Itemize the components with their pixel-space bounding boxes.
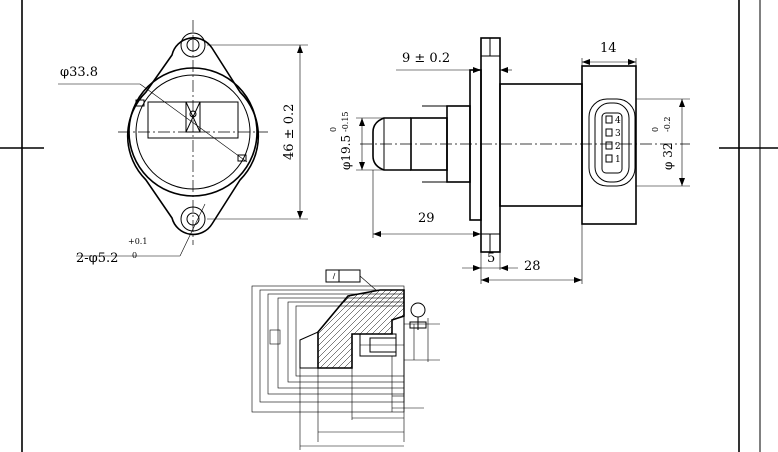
section-hatch-line xyxy=(450,280,540,370)
section-hatch-line xyxy=(192,280,282,370)
front-view xyxy=(58,20,308,257)
connector-dia-tol-upper: 0 xyxy=(651,127,660,132)
connector-pin-1: 1 xyxy=(615,155,621,165)
connector-dia-tol-lower: -0.2 xyxy=(663,117,672,132)
flange-thickness-label: 9 ± 0.2 xyxy=(402,51,450,66)
plunger-dia-tol-lower: -0.15 xyxy=(341,111,350,132)
section-hatch-line xyxy=(401,290,404,368)
section-hatch-line xyxy=(335,290,404,368)
section-hatch-line xyxy=(318,290,404,368)
section-hatch-line xyxy=(408,280,498,370)
section-hatch-line xyxy=(210,280,300,370)
section-hatch-line xyxy=(318,290,331,368)
flange-gap-label: 5 xyxy=(487,251,495,266)
section-hatch-line xyxy=(222,280,312,370)
section-detail xyxy=(180,269,546,450)
section-hatch-line xyxy=(318,290,379,368)
section-hatch-line xyxy=(383,290,404,368)
body-length-label: 28 xyxy=(524,259,541,274)
mount-holes-label: 2-φ5.2 xyxy=(76,251,118,266)
section-hatch-line xyxy=(414,280,504,370)
plunger-length-label: 29 xyxy=(418,211,435,226)
connector-pin-4: 4 xyxy=(615,116,621,126)
mount-holes-tol-lower: 0 xyxy=(132,251,137,260)
connector-pin-2: 2 xyxy=(615,142,621,152)
body-diameter-label: φ33.8 xyxy=(60,65,98,80)
section-hatch-line xyxy=(318,290,361,368)
section-hatch-line xyxy=(444,280,534,370)
connector-dia-label: φ 32 xyxy=(661,143,675,171)
section-hatch-line xyxy=(318,290,343,368)
section-hatch-line xyxy=(216,280,306,370)
section-hatch-line xyxy=(180,280,270,370)
section-hatch-line xyxy=(438,280,528,370)
section-hatch-line xyxy=(318,290,385,368)
section-hatch-line xyxy=(329,290,404,368)
section-hatch-line xyxy=(198,280,288,370)
section-hatch-line xyxy=(318,290,337,368)
section-hatch-line xyxy=(318,290,397,368)
section-hatch-line xyxy=(318,290,403,368)
section-hatch-line xyxy=(318,290,391,368)
plunger-dia-label: φ19.5 xyxy=(339,135,353,170)
mount-holes-tol-upper: +0.1 xyxy=(128,237,147,246)
height-dim-label: 46 ± 0.2 xyxy=(282,104,297,160)
section-hatch-line xyxy=(426,280,516,370)
section-hatch-line xyxy=(318,290,349,368)
section-hatch-line xyxy=(318,290,319,368)
section-hatch-line xyxy=(318,290,325,368)
section-hatch-line xyxy=(323,290,404,368)
side-view xyxy=(356,37,690,284)
section-hatch-line xyxy=(420,280,510,370)
section-hatch-line xyxy=(456,280,546,370)
connector-pin-3: 3 xyxy=(615,129,621,139)
section-hatch-line xyxy=(204,280,294,370)
section-hatch-line xyxy=(432,280,522,370)
connector-width-label: 14 xyxy=(600,41,617,56)
section-hatch-line xyxy=(186,280,276,370)
section-hatch-line xyxy=(318,290,355,368)
plunger-dia-tol-upper: 0 xyxy=(329,127,338,132)
